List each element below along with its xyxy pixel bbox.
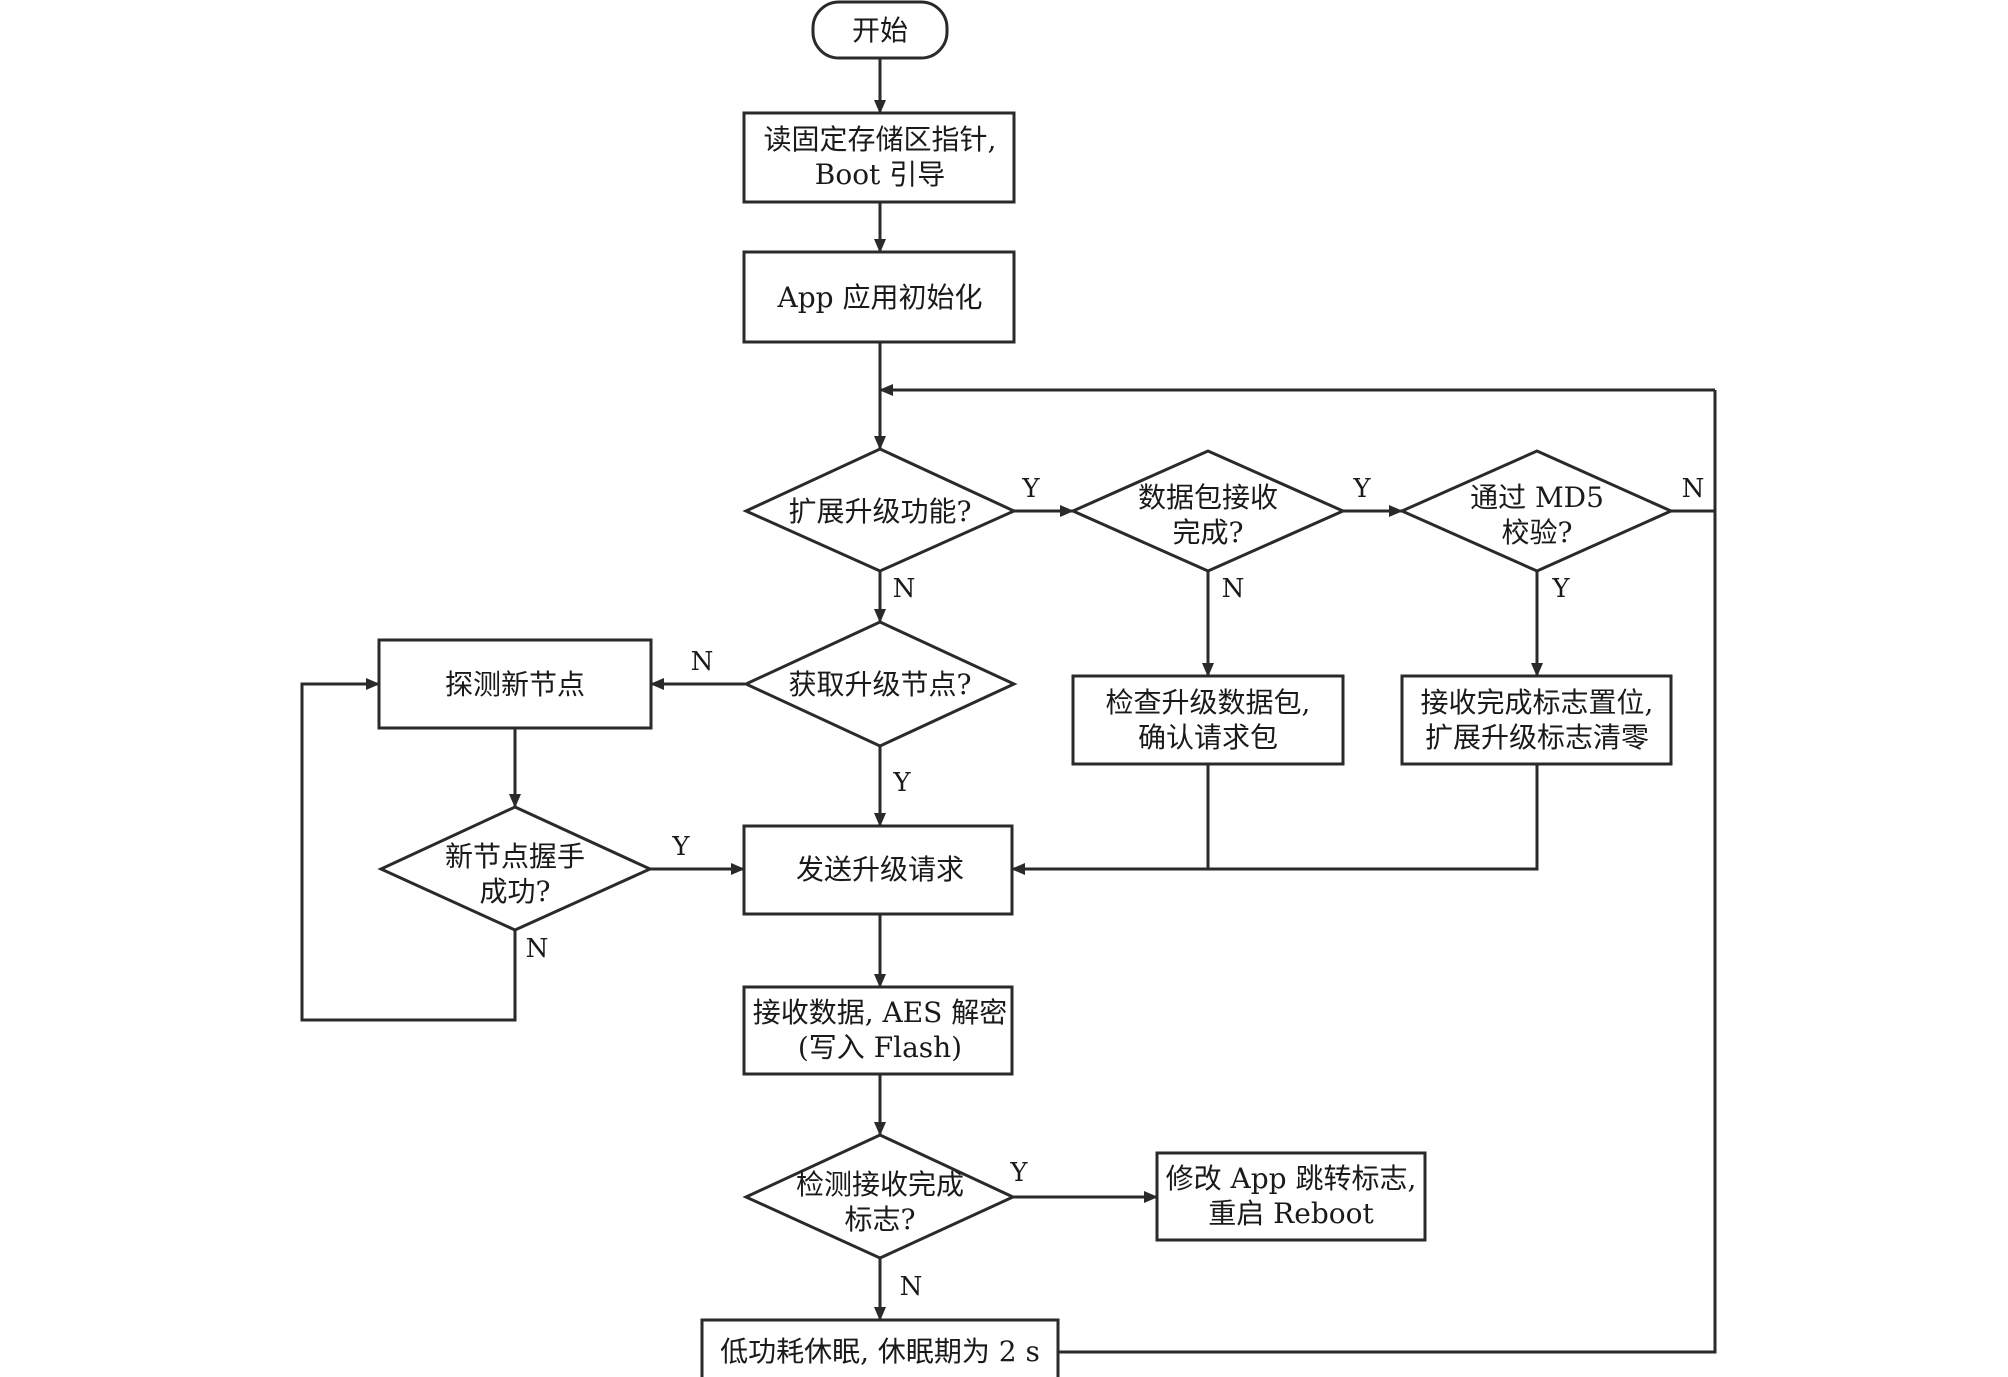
detect-flag-line2: 标志? <box>844 1203 915 1236</box>
app-init-box: App 应用初始化 <box>742 250 1016 344</box>
recv-flag-line2: 扩展升级标志清零 <box>1425 721 1649 754</box>
packet-done-line1: 数据包接收 <box>1138 481 1278 514</box>
label-ext-yes: Y <box>1021 474 1040 504</box>
check-packet-line2: 确认请求包 <box>1138 721 1278 754</box>
read-pointer-box: 读固定存储区指针, Boot 引导 <box>742 111 1016 204</box>
ext-upgrade-label: 扩展升级功能? <box>788 495 971 528</box>
modify-flag-box: 修改 App 跳转标志, 重启 Reboot <box>1155 1151 1427 1242</box>
md5-line2: 校验? <box>1501 516 1572 549</box>
label-hs-yes: Y <box>671 832 690 862</box>
md5-decision: 通过 MD5 校验? <box>1398 449 1675 573</box>
app-init-label: App 应用初始化 <box>777 281 983 314</box>
recv-flag-box: 接收完成标志置位, 扩展升级标志清零 <box>1400 674 1673 766</box>
handshake-line1: 新节点握手 <box>445 840 585 873</box>
receive-data-line2: (写入 Flash) <box>798 1031 962 1064</box>
check-packet-line1: 检查升级数据包, <box>1106 686 1311 719</box>
md5-line1: 通过 MD5 <box>1470 481 1604 514</box>
handshake-decision: 新节点握手 成功? <box>377 805 654 932</box>
modify-flag-line1: 修改 App 跳转标志, <box>1166 1162 1417 1195</box>
sleep-box: 低功耗休眠, 休眠期为 2 s <box>700 1318 1060 1377</box>
edges <box>300 58 1717 1354</box>
get-node-label: 获取升级节点? <box>788 668 971 701</box>
packet-done-decision: 数据包接收 完成? <box>1069 449 1347 573</box>
label-detect-yes: Y <box>1009 1158 1028 1188</box>
edge-loop-return <box>1058 390 1717 1354</box>
label-get-yes: Y <box>892 768 911 798</box>
recv-flag-line1: 接收完成标志置位, <box>1421 686 1654 719</box>
get-node-decision: 获取升级节点? <box>742 620 1018 748</box>
packet-done-line2: 完成? <box>1172 516 1243 549</box>
label-pkt-yes: Y <box>1352 474 1371 504</box>
modify-flag-line2: 重启 Reboot <box>1208 1197 1374 1230</box>
sleep-label: 低功耗休眠, 休眠期为 2 s <box>720 1335 1040 1368</box>
start-terminal: 开始 <box>811 0 949 60</box>
probe-node-box: 探测新节点 <box>377 638 653 730</box>
label-hs-no: N <box>526 934 549 964</box>
check-packet-box: 检查升级数据包, 确认请求包 <box>1071 674 1345 766</box>
edge-hs-no <box>300 678 517 1022</box>
label-ext-no: N <box>893 574 916 604</box>
send-request-box: 发送升级请求 <box>742 824 1014 916</box>
send-request-label: 发送升级请求 <box>796 853 964 886</box>
read-pointer-line2: Boot 引导 <box>815 158 945 191</box>
probe-node-label: 探测新节点 <box>445 668 585 701</box>
label-md5-yes: Y <box>1551 574 1570 604</box>
receive-data-line1: 接收数据, AES 解密 <box>753 996 1008 1029</box>
receive-data-box: 接收数据, AES 解密 (写入 Flash) <box>742 985 1014 1076</box>
edge-labels: Y N Y N N Y N Y Y N Y N <box>526 474 1705 1302</box>
label-pkt-no: N <box>1222 574 1245 604</box>
start-label: 开始 <box>852 14 908 47</box>
handshake-line2: 成功? <box>479 875 550 908</box>
nodes: 开始 读固定存储区指针, Boot 引导 App 应用初始化 扩展升级功能? 数… <box>377 0 1675 1377</box>
edge-recv-flag-to-send <box>1011 764 1539 875</box>
ext-upgrade-decision: 扩展升级功能? <box>742 447 1018 573</box>
detect-flag-decision: 检测接收完成 标志? <box>742 1133 1017 1260</box>
label-get-no: N <box>691 647 714 677</box>
label-md5-no: N <box>1682 474 1705 504</box>
detect-flag-line1: 检测接收完成 <box>796 1168 964 1201</box>
label-detect-no: N <box>900 1272 923 1302</box>
read-pointer-line1: 读固定存储区指针, <box>764 123 997 156</box>
